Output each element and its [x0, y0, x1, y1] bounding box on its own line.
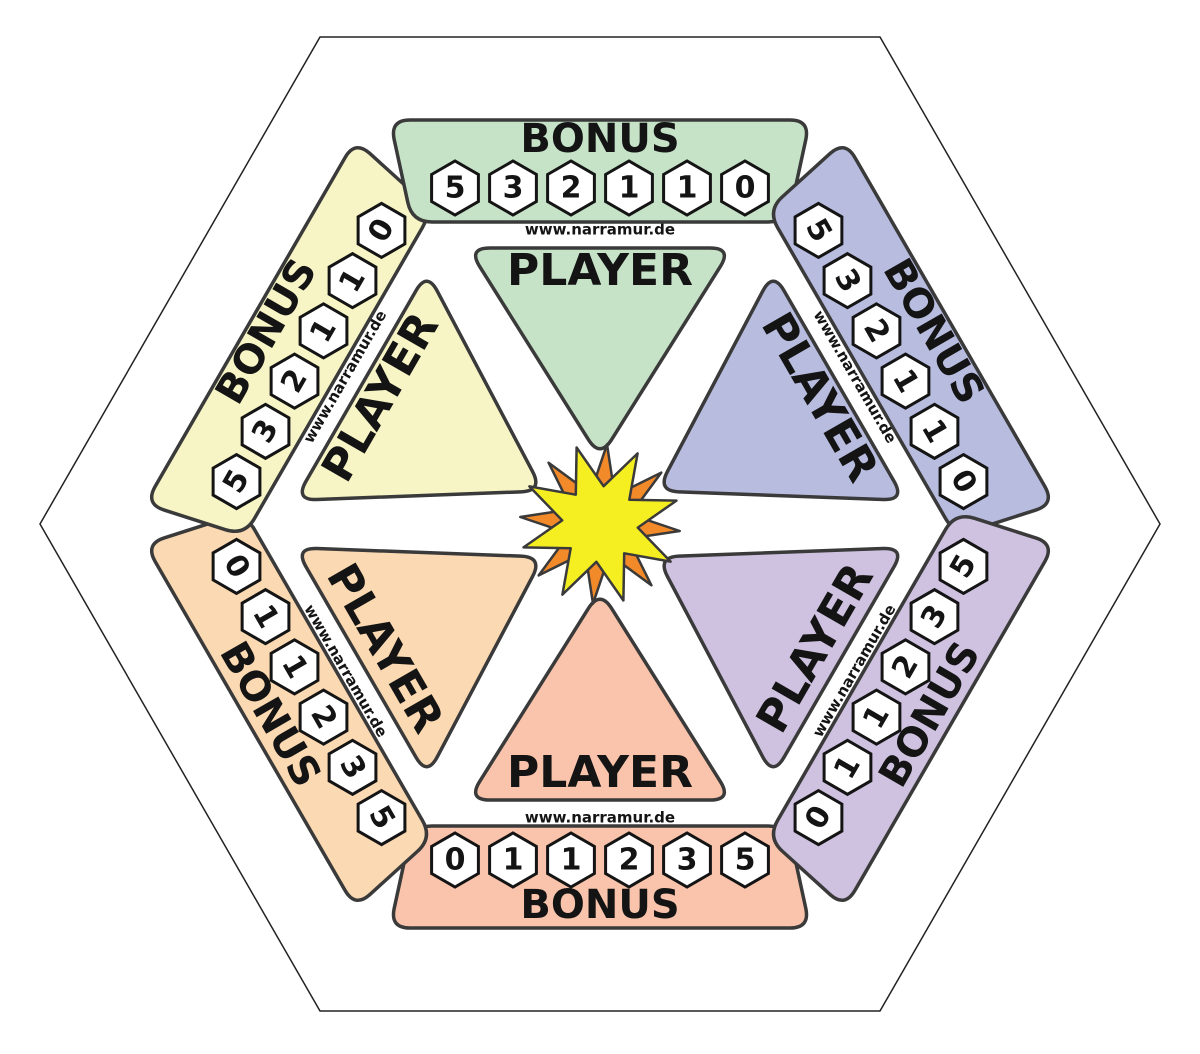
- bonus-token-hexagon: [851, 302, 902, 360]
- bonus-token-hexagon: [822, 738, 873, 797]
- bonus-label: BONUS: [520, 882, 679, 928]
- bonus-token-hexagon: [938, 452, 989, 511]
- bonus-token-value: 1: [561, 843, 582, 878]
- website-label: www.narramur.de: [525, 221, 675, 239]
- bonus-token[interactable]: 2: [604, 831, 654, 889]
- bonus-token[interactable]: 1: [488, 831, 538, 889]
- bonus-token-hexagon: [211, 537, 262, 596]
- bonus-token-hexagon: [298, 302, 349, 360]
- bonus-token-hexagon: [720, 159, 770, 217]
- player-area[interactable]: [603, 278, 901, 594]
- bonus-token-hexagon: [880, 638, 931, 696]
- bonus-token[interactable]: 5: [346, 784, 416, 852]
- bonus-token-hexagon: [662, 159, 712, 217]
- bonus-token[interactable]: 5: [928, 533, 998, 601]
- bonus-token-value: 3: [677, 843, 698, 878]
- bonus-token[interactable]: 2: [546, 159, 596, 217]
- bonus-token-hexagon: [546, 159, 596, 217]
- bonus-token[interactable]: 0: [346, 197, 416, 265]
- bonus-token-hexagon: [851, 688, 902, 746]
- bonus-token[interactable]: 1: [870, 347, 940, 415]
- bonus-token-value: 1: [619, 171, 640, 206]
- bonus-token-value: 2: [619, 843, 640, 878]
- bonus-token-hexagon: [880, 352, 931, 410]
- bonus-token-hexagon: [488, 831, 538, 889]
- bonus-token[interactable]: 3: [230, 398, 300, 466]
- bonus-token-value: 1: [677, 171, 698, 206]
- bonus-token-value: 5: [735, 843, 756, 878]
- bonus-token[interactable]: 1: [662, 159, 712, 217]
- bonus-token-value: 0: [445, 843, 466, 878]
- bonus-label: BONUS: [520, 116, 679, 162]
- bonus-token[interactable]: 3: [899, 583, 969, 651]
- bonus-token[interactable]: 0: [720, 159, 770, 217]
- bonus-token-hexagon: [822, 251, 873, 310]
- bonus-token-hexagon: [269, 638, 320, 696]
- bonus-token-hexagon: [546, 831, 596, 889]
- bonus-token[interactable]: 1: [230, 583, 300, 651]
- player-area[interactable]: [473, 246, 727, 451]
- bonus-token-hexagon: [211, 452, 262, 511]
- bonus-token-hexagon: [720, 831, 770, 889]
- bonus-token-hexagon: [488, 159, 538, 217]
- player-area[interactable]: [299, 454, 597, 770]
- star-inner-shape: [522, 446, 678, 602]
- bonus-token[interactable]: 5: [720, 831, 770, 889]
- bonus-token-hexagon: [909, 587, 960, 646]
- bonus-token-hexagon: [240, 402, 291, 461]
- bonus-token-hexagon: [430, 159, 480, 217]
- bonus-token-hexagon: [909, 402, 960, 461]
- bonus-token[interactable]: 3: [488, 159, 538, 217]
- bonus-token[interactable]: 1: [812, 734, 882, 802]
- bonus-token-value: 2: [561, 171, 582, 206]
- bonus-token[interactable]: 0: [201, 533, 271, 601]
- player-area[interactable]: [473, 597, 727, 802]
- bonus-token[interactable]: 2: [870, 633, 940, 701]
- bonus-token-hexagon: [793, 788, 844, 847]
- bonus-token-hexagon: [356, 201, 407, 260]
- bonus-token-hexagon: [938, 537, 989, 596]
- bonus-token[interactable]: 5: [201, 448, 271, 516]
- bonus-token-hexagon: [298, 688, 349, 746]
- bonus-token[interactable]: 1: [259, 633, 329, 701]
- bonus-token[interactable]: 2: [841, 297, 911, 365]
- bonus-token[interactable]: 2: [288, 683, 358, 751]
- bonus-token-hexagon: [793, 201, 844, 260]
- bonus-token-value: 1: [503, 843, 524, 878]
- bonus-token-hexagon: [240, 587, 291, 646]
- player-label: PLAYER: [507, 747, 693, 798]
- bonus-token-value: 0: [735, 171, 756, 206]
- bonus-token[interactable]: 1: [288, 297, 358, 365]
- bonus-token[interactable]: 3: [662, 831, 712, 889]
- website-label: www.narramur.de: [525, 809, 675, 827]
- bonus-token-hexagon: [356, 788, 407, 847]
- bonus-token-hexagon: [269, 352, 320, 410]
- bonus-token[interactable]: 5: [783, 197, 853, 265]
- bonus-token[interactable]: 5: [430, 159, 480, 217]
- bonus-token[interactable]: 3: [317, 734, 387, 802]
- bonus-token-hexagon: [327, 251, 378, 310]
- bonus-token-value: 5: [445, 171, 466, 206]
- bonus-token-hexagon: [662, 831, 712, 889]
- bonus-token[interactable]: 0: [783, 784, 853, 852]
- bonus-token[interactable]: 0: [928, 448, 998, 516]
- center-star: [519, 443, 681, 605]
- bonus-token-value: 3: [503, 171, 524, 206]
- bonus-token[interactable]: 1: [899, 398, 969, 466]
- player-label: PLAYER: [507, 245, 693, 296]
- bonus-token-hexagon: [604, 831, 654, 889]
- bonus-token-hexagon: [604, 159, 654, 217]
- bonus-token[interactable]: 3: [812, 247, 882, 315]
- bonus-token-hexagon: [327, 738, 378, 797]
- bonus-token-hexagon: [430, 831, 480, 889]
- bonus-token[interactable]: 0: [430, 831, 480, 889]
- bonus-token[interactable]: 1: [841, 683, 911, 751]
- bonus-token[interactable]: 2: [259, 347, 329, 415]
- bonus-token[interactable]: 1: [604, 159, 654, 217]
- bonus-token[interactable]: 1: [317, 247, 387, 315]
- bonus-token[interactable]: 1: [546, 831, 596, 889]
